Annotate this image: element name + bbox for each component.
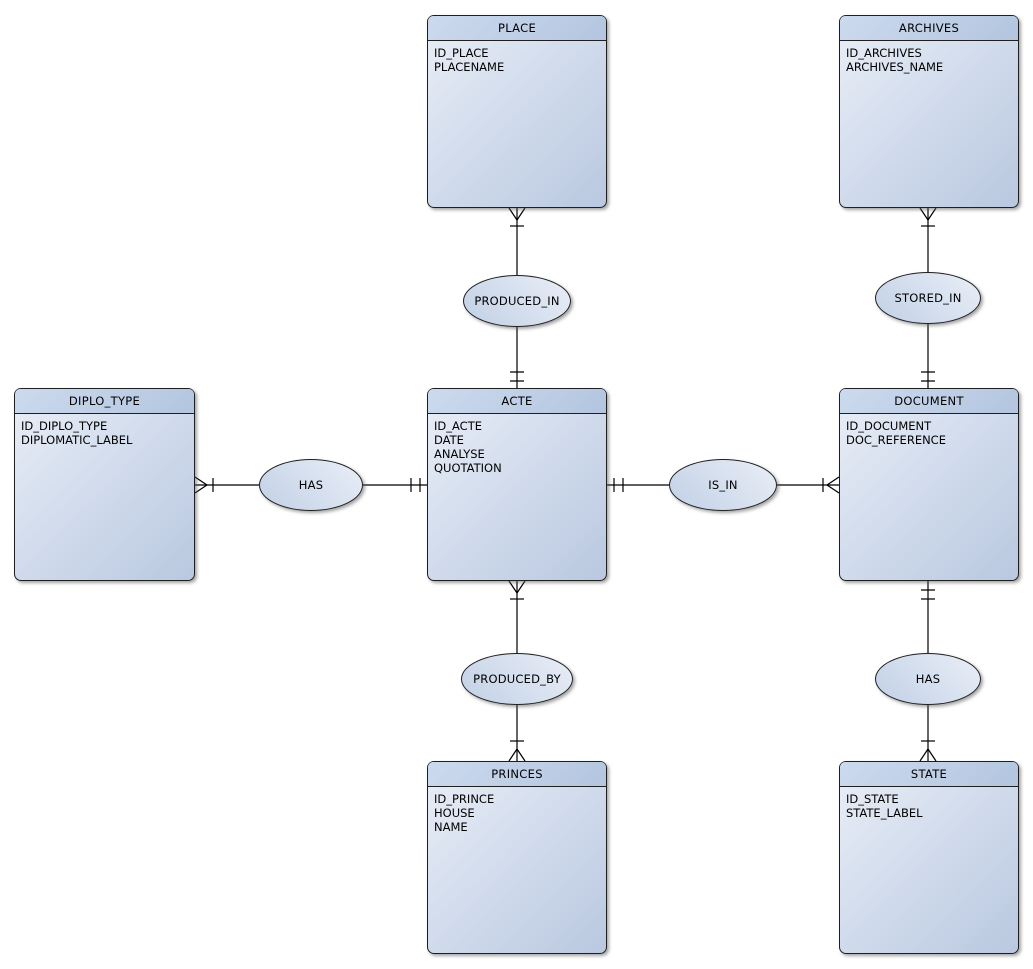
attribute: ANALYSE (434, 447, 485, 461)
entity-attributes: ID_PRINCE HOUSE NAME (428, 787, 606, 839)
attribute: DIPLOMATIC_LABEL (21, 433, 133, 447)
relationship-produced-in[interactable]: PRODUCED_IN (463, 275, 571, 327)
attribute: ID_STATE (846, 792, 899, 806)
entity-attributes: ID_ARCHIVES ARCHIVES_NAME (840, 41, 1018, 79)
attribute: ID_DIPLO_TYPE (21, 419, 108, 433)
entity-state[interactable]: STATE ID_STATE STATE_LABEL (839, 761, 1019, 954)
entity-attributes: ID_ACTE DATE ANALYSE QUOTATION (428, 414, 606, 480)
relationship-label: HAS (298, 478, 324, 492)
entity-document[interactable]: DOCUMENT ID_DOCUMENT DOC_REFERENCE (839, 388, 1019, 581)
attribute: QUOTATION (434, 461, 502, 475)
connector-acte-produced-by-princes (508, 580, 526, 762)
relationship-produced-by[interactable]: PRODUCED_BY (461, 653, 573, 705)
cardinality-double-tick (510, 371, 524, 382)
connector-diplo-type-has-acte (194, 476, 427, 494)
connector-document-has-state (919, 581, 937, 762)
attribute: ID_ARCHIVES (846, 46, 922, 60)
entity-title: ACTE (428, 389, 606, 414)
relationship-label: STORED_IN (894, 291, 962, 305)
entity-title: ARCHIVES (840, 16, 1018, 41)
attribute: ID_DOCUMENT (846, 419, 932, 433)
cardinality-double-tick (921, 589, 935, 600)
crow-foot-icon (826, 476, 840, 494)
entity-place[interactable]: PLACE ID_PLACE PLACENAME (427, 15, 607, 208)
entity-attributes: ID_DOCUMENT DOC_REFERENCE (840, 414, 1018, 452)
cardinality-double-tick (410, 478, 421, 492)
attribute: ID_PLACE (434, 46, 489, 60)
entity-archives[interactable]: ARCHIVES ID_ARCHIVES ARCHIVES_NAME (839, 15, 1019, 208)
attribute: HOUSE (434, 806, 475, 820)
crow-foot-icon (508, 580, 526, 594)
attribute: STATE_LABEL (846, 806, 923, 820)
entity-attributes: ID_DIPLO_TYPE DIPLOMATIC_LABEL (15, 414, 194, 452)
entity-title: PRINCES (428, 762, 606, 787)
entity-princes[interactable]: PRINCES ID_PRINCE HOUSE NAME (427, 761, 607, 954)
crow-foot-icon (194, 476, 208, 494)
entity-title: DIPLO_TYPE (15, 389, 194, 414)
attribute: ARCHIVES_NAME (846, 60, 944, 74)
connector-place-produced-in-acte (508, 207, 526, 388)
relationship-is-in[interactable]: IS_IN (669, 459, 777, 511)
connector-archives-stored-in-document (919, 207, 937, 388)
relationship-has-diplo-type[interactable]: HAS (259, 459, 363, 511)
entity-title: DOCUMENT (840, 389, 1018, 414)
crow-foot-icon (508, 748, 526, 762)
relationship-label: IS_IN (708, 478, 738, 492)
attribute: DATE (434, 433, 464, 447)
attribute: DOC_REFERENCE (846, 433, 946, 447)
entity-attributes: ID_STATE STATE_LABEL (840, 787, 1018, 825)
entity-attributes: ID_PLACE PLACENAME (428, 41, 606, 79)
relationship-label: PRODUCED_BY (473, 672, 561, 686)
entity-title: PLACE (428, 16, 606, 41)
relationship-stored-in[interactable]: STORED_IN (875, 272, 981, 324)
connector-acte-is-in-document (607, 476, 840, 494)
entity-acte[interactable]: ACTE ID_ACTE DATE ANALYSE QUOTATION (427, 388, 607, 581)
crow-foot-icon (919, 207, 937, 221)
attribute: ID_ACTE (434, 419, 482, 433)
cardinality-double-tick (613, 478, 624, 492)
entity-diplo-type[interactable]: DIPLO_TYPE ID_DIPLO_TYPE DIPLOMATIC_LABE… (14, 388, 195, 581)
attribute: ID_PRINCE (434, 792, 495, 806)
relationship-has-state[interactable]: HAS (875, 653, 981, 705)
attribute: PLACENAME (434, 60, 505, 74)
relationship-label: PRODUCED_IN (474, 294, 560, 308)
cardinality-double-tick (921, 371, 935, 382)
crow-foot-icon (508, 207, 526, 221)
attribute: NAME (434, 820, 468, 834)
relationship-label: HAS (915, 672, 941, 686)
entity-title: STATE (840, 762, 1018, 787)
crow-foot-icon (919, 748, 937, 762)
